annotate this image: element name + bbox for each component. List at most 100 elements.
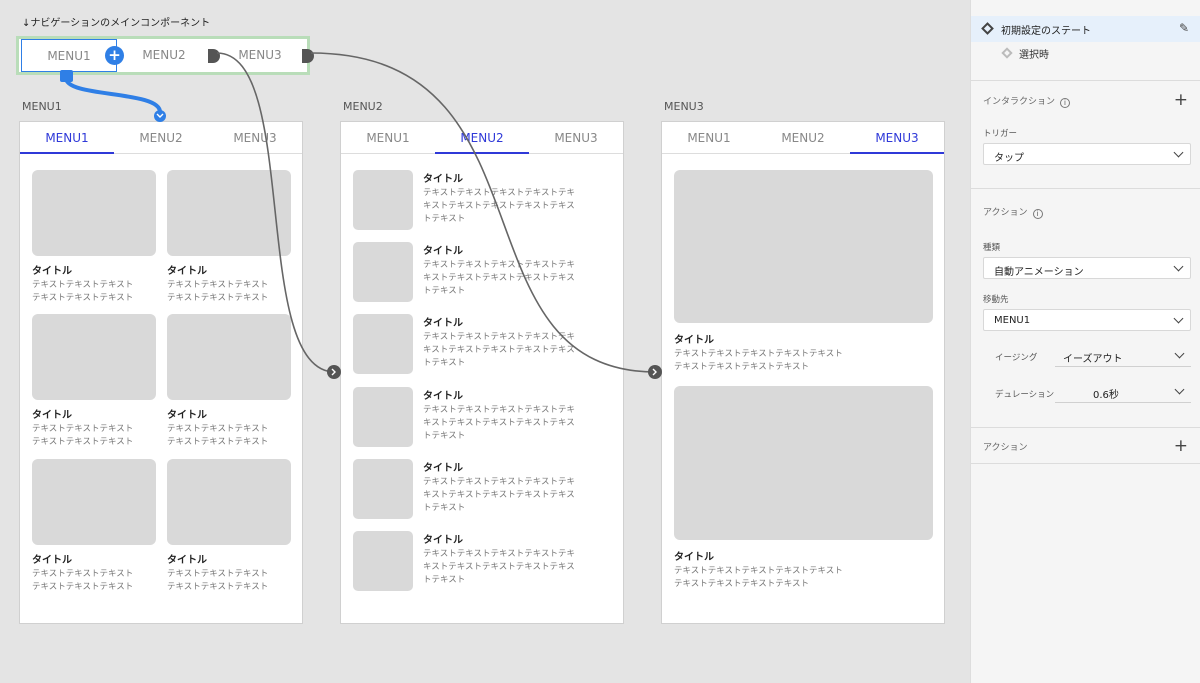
chevron-down-icon — [1173, 313, 1184, 324]
image-placeholder — [353, 531, 413, 591]
wire-arrow-artboard3-icon — [648, 365, 662, 379]
image-placeholder — [674, 386, 933, 540]
prototype-wires — [60, 52, 662, 379]
grid-card: タイトル テキストテキストテキストテキストテキストテキスト — [32, 459, 156, 594]
image-placeholder — [353, 242, 413, 302]
tab-menu2[interactable]: MENU2 — [435, 122, 529, 154]
image-placeholder — [167, 314, 291, 400]
grid-card: タイトル テキストテキストテキストテキストテキストテキスト — [167, 459, 291, 594]
list-item: タイトル テキストテキストテキストテキストテキキストテキストテキストテキストテキ… — [353, 242, 613, 304]
trigger-select[interactable]: タップ — [983, 143, 1191, 165]
big-card: タイトル テキストテキストテキストテキストテキストテキストテキストテキストテキス… — [674, 386, 933, 591]
chevron-down-icon — [1174, 348, 1185, 359]
wire-menu1-to-artboard1 — [64, 77, 162, 113]
card-text: テキストテキストテキストテキストテキストテキスト — [32, 280, 134, 303]
divider — [971, 427, 1200, 428]
info-icon[interactable]: i — [1060, 98, 1071, 108]
tab-menu1[interactable]: MENU1 — [20, 122, 114, 154]
tab-menu1[interactable]: MENU1 — [687, 131, 731, 145]
big-card: タイトル テキストテキストテキストテキストテキストテキストテキストテキストテキス… — [674, 170, 933, 374]
nav-menu2[interactable]: MENU2 — [142, 48, 186, 62]
add-interaction-button[interactable]: + — [1173, 90, 1188, 110]
add-action-button[interactable]: + — [1173, 436, 1188, 456]
wire-menu3-to-artboard3 — [310, 52, 657, 373]
card-title: タイトル — [423, 463, 463, 474]
card-title: タイトル — [423, 535, 463, 546]
chevron-down-icon — [1173, 147, 1184, 158]
card-title: タイトル — [167, 266, 207, 277]
card-title: タイトル — [167, 410, 207, 421]
type-label: 種類 — [983, 243, 1001, 253]
add-interaction-plus-icon[interactable]: + — [105, 46, 124, 65]
info-icon[interactable]: i — [1032, 209, 1043, 219]
artboard-menu1[interactable]: MENU1 MENU2 MENU3 タイトル テキストテキストテキストテキストテ… — [19, 121, 303, 624]
image-placeholder — [32, 459, 156, 545]
duration-label: デュレーション — [995, 390, 1055, 400]
card-title: タイトル — [423, 174, 463, 185]
card-title: タイトル — [674, 335, 714, 346]
card-text: テキストテキストテキストテキストテキストテキストテキストテキストテキスト — [674, 349, 843, 372]
tab-menu2[interactable]: MENU2 — [781, 131, 825, 145]
card-text: テキストテキストテキストテキストテキキストテキストテキストテキストテキストテキス… — [423, 188, 575, 224]
list-item: タイトル テキストテキストテキストテキストテキキストテキストテキストテキストテキ… — [353, 531, 613, 593]
chevron-down-icon — [1174, 384, 1185, 395]
list-item: タイトル テキストテキストテキストテキストテキキストテキストテキストテキストテキ… — [353, 314, 613, 376]
wire-menu2-to-artboard2 — [216, 52, 336, 373]
image-placeholder — [32, 314, 156, 400]
wire-arrow-artboard2-icon — [327, 365, 341, 379]
list-item: タイトル テキストテキストテキストテキストテキキストテキストテキストテキストテキ… — [353, 459, 613, 521]
edit-pencil-icon[interactable]: ✎ — [1178, 21, 1189, 35]
state-default[interactable]: 初期設定のステート ✎ — [971, 16, 1200, 42]
image-placeholder — [167, 459, 291, 545]
image-placeholder — [353, 170, 413, 230]
tab-menu3[interactable]: MENU3 — [850, 122, 944, 154]
image-placeholder — [32, 170, 156, 256]
card-title: タイトル — [167, 555, 207, 566]
navigation-main-component[interactable]: MENU1 MENU2 MENU3 + — [16, 36, 314, 75]
chevron-down-icon — [1173, 261, 1184, 272]
design-canvas[interactable]: ↓ナビゲーションのメインコンポーネント MENU1 MENU2 MENU3 + … — [0, 0, 970, 683]
easing-select[interactable]: イーズアウト — [1055, 345, 1191, 367]
card-text: テキストテキストテキストテキストテキストテキスト — [167, 569, 269, 592]
card-text: テキストテキストテキストテキストテキストテキスト — [32, 569, 134, 592]
artboard-menu3[interactable]: MENU1 MENU2 MENU3 タイトル テキストテキストテキストテキストテ… — [661, 121, 945, 624]
grid-card: タイトル テキストテキストテキストテキストテキストテキスト — [32, 314, 156, 449]
action-type-select[interactable]: 自動アニメーション — [983, 257, 1191, 279]
wire-target-blue-chevron — [156, 113, 164, 118]
card-title: タイトル — [32, 266, 72, 277]
wire-target-blue-icon — [154, 110, 166, 122]
tab-menu2[interactable]: MENU2 — [139, 131, 183, 145]
image-placeholder — [167, 170, 291, 256]
card-title: タイトル — [32, 410, 72, 421]
card-text: テキストテキストテキストテキストテキストテキストテキストテキストテキスト — [674, 566, 843, 589]
artboard-menu2[interactable]: MENU1 MENU2 MENU3 タイトル テキストテキストテキストテキストテ… — [340, 121, 624, 624]
card-title: タイトル — [674, 552, 714, 563]
nav-menu3[interactable]: MENU3 — [238, 48, 282, 62]
card-text: テキストテキストテキストテキストテキキストテキストテキストテキストテキストテキス… — [423, 260, 575, 296]
tab-menu1[interactable]: MENU1 — [366, 131, 410, 145]
wire-handle-blue-icon — [60, 70, 73, 82]
card-title: タイトル — [32, 555, 72, 566]
image-placeholder — [353, 459, 413, 519]
image-placeholder — [353, 387, 413, 447]
artboard-label-menu2[interactable]: MENU2 — [343, 100, 383, 113]
trigger-label: トリガー — [983, 129, 1018, 139]
card-text: テキストテキストテキストテキストテキキストテキストテキストテキストテキストテキス… — [423, 477, 575, 513]
divider — [971, 463, 1200, 464]
action2-section-title: アクション — [983, 443, 1028, 453]
easing-label: イージング — [995, 353, 1038, 363]
tab-menu3[interactable]: MENU3 — [554, 131, 598, 145]
artboard-label-menu3[interactable]: MENU3 — [664, 100, 704, 113]
destination-select[interactable]: MENU1 — [983, 309, 1191, 331]
card-title: タイトル — [423, 246, 463, 257]
grid-card: タイトル テキストテキストテキストテキストテキストテキスト — [167, 314, 291, 449]
card-text: テキストテキストテキストテキストテキキストテキストテキストテキストテキストテキス… — [423, 332, 575, 368]
card-text: テキストテキストテキストテキストテキストテキスト — [32, 424, 134, 447]
divider — [971, 188, 1200, 189]
artboard-label-menu1[interactable]: MENU1 — [22, 100, 62, 113]
card-text: テキストテキストテキストテキストテキストテキスト — [167, 280, 269, 303]
image-placeholder — [674, 170, 933, 323]
duration-select[interactable]: 0.6秒 — [1055, 381, 1191, 403]
component-label: ↓ナビゲーションのメインコンポーネント — [22, 18, 211, 29]
